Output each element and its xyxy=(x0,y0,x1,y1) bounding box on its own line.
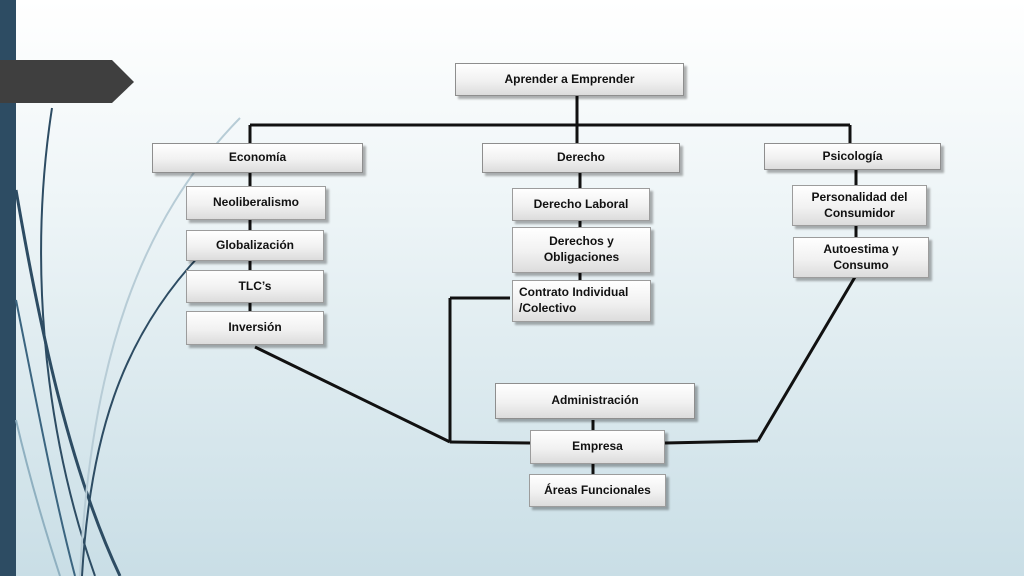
node-label: Autoestima y Consumo xyxy=(823,241,899,272)
decorative-curve xyxy=(81,254,201,576)
node-administracion: Administración xyxy=(490,378,695,419)
node-areas-funcionales: Áreas Funcionales xyxy=(529,474,666,507)
node-aprender-a-emprender: Aprender a Emprender xyxy=(450,58,684,96)
node-contrato-individual-colectivo: Contrato Individual /Colectivo xyxy=(512,280,651,322)
node-globalizacion: Globalización xyxy=(186,230,324,261)
node-label: Economía xyxy=(228,150,287,165)
decorative-curve xyxy=(14,189,122,576)
node-derecho-laboral: Derecho Laboral xyxy=(512,188,650,221)
node-label: Personalidad del Consumidor xyxy=(811,189,908,220)
node-psicologia: Psicología xyxy=(759,138,941,170)
arrow-icon xyxy=(0,60,134,103)
decorative-curve xyxy=(15,419,61,576)
node-neoliberalismo: Neoliberalismo xyxy=(186,186,326,220)
node-label: Aprender a Emprender xyxy=(504,71,635,86)
node-label: Neoliberalismo xyxy=(212,195,300,210)
node-label: Psicología xyxy=(822,148,883,163)
node-label: Inversión xyxy=(228,320,282,335)
decorative-curve xyxy=(15,299,76,576)
node-label: Globalización xyxy=(215,237,294,252)
node-label: Empresa xyxy=(572,439,623,454)
node-inversion: Inversión xyxy=(186,311,324,345)
node-label: Derecho Laboral xyxy=(533,196,629,211)
node-derecho: Derecho xyxy=(477,138,680,173)
node-empresa: Empresa xyxy=(530,430,665,464)
node-derechos-y-obligaciones: Derechos y Obligaciones xyxy=(512,227,651,273)
node-personalidad-del-consumidor: Personalidad del Consumidor xyxy=(792,185,927,226)
node-autoestima-y-consumo: Autoestima y Consumo xyxy=(793,237,929,278)
node-label: Derecho xyxy=(556,150,606,165)
left-sidebar-bar xyxy=(0,0,16,576)
node-label: Contrato Individual /Colectivo xyxy=(519,285,629,315)
node-tlcs: TLC’s xyxy=(186,270,324,303)
node-label: TLC’s xyxy=(238,278,272,293)
node-label: Administración xyxy=(551,393,639,408)
node-economia: Economía xyxy=(147,138,363,173)
node-label: Áreas Funcionales xyxy=(544,482,651,497)
node-label: Derechos y Obligaciones xyxy=(543,234,620,264)
